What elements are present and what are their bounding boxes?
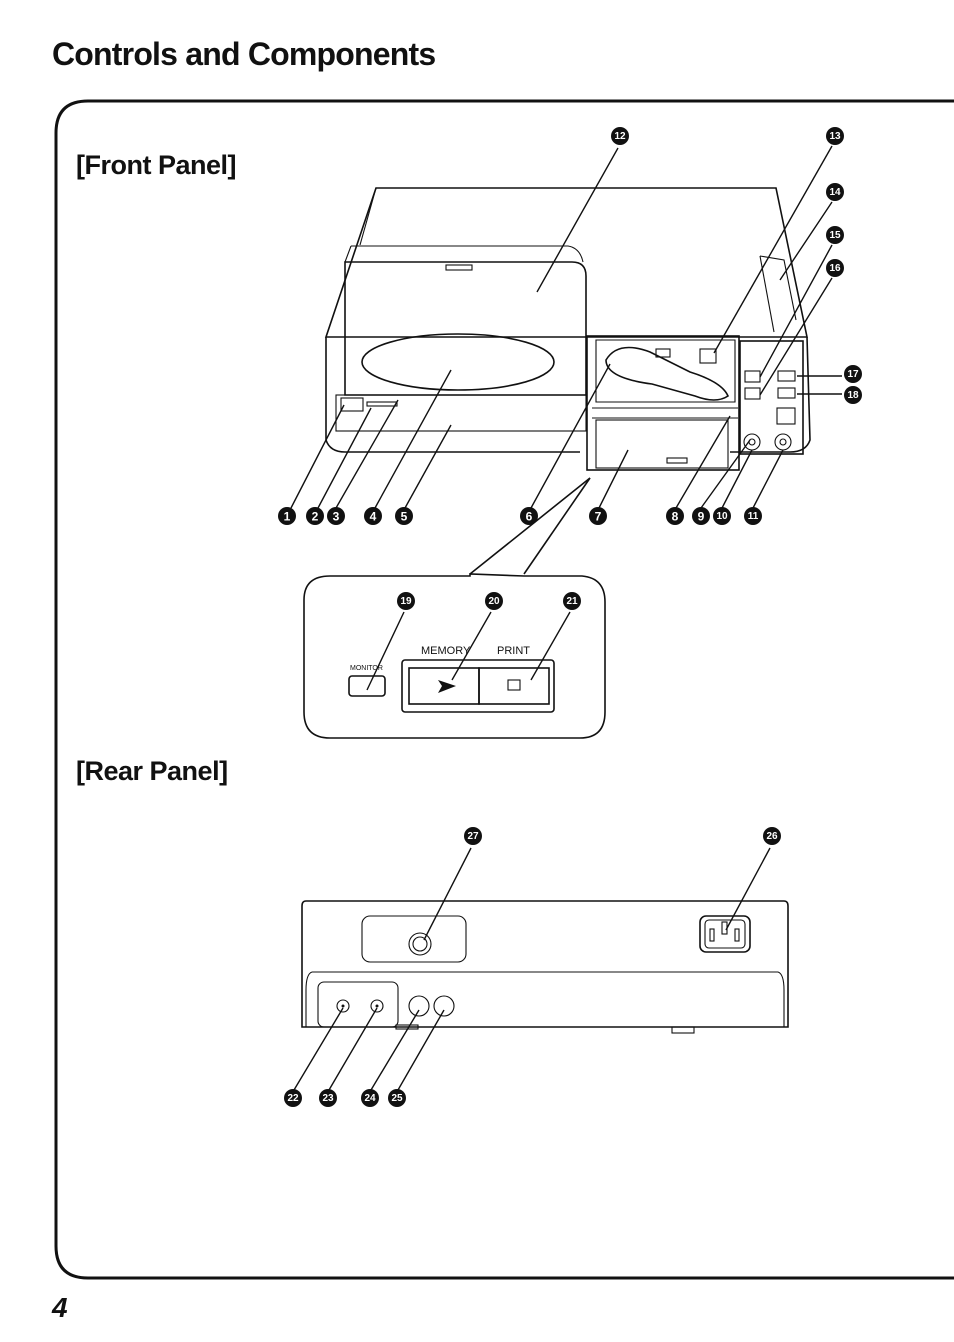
callout-number: 22 bbox=[287, 1093, 299, 1104]
page-number: 4 bbox=[52, 1292, 68, 1323]
callout-badge-circle bbox=[388, 1089, 406, 1107]
rear-printer-illustration bbox=[301, 900, 789, 1034]
callout-number: 25 bbox=[391, 1093, 403, 1104]
callout-8: 8 bbox=[666, 507, 684, 525]
callout-22: 22 bbox=[284, 1089, 302, 1107]
callout-number: 1 bbox=[284, 510, 291, 524]
callout-number: 20 bbox=[488, 596, 500, 607]
callout-number: 3 bbox=[333, 510, 340, 524]
callout-badge-circle bbox=[666, 507, 684, 525]
callout-badge-circle bbox=[844, 365, 862, 383]
callout-badge-circle bbox=[826, 183, 844, 201]
callout-badge-circle bbox=[826, 259, 844, 277]
callout-25: 25 bbox=[388, 1089, 406, 1107]
callout-number: 10 bbox=[716, 511, 728, 522]
callout-badge-circle bbox=[611, 127, 629, 145]
callout-number: 12 bbox=[614, 131, 626, 142]
callout-badge-circle bbox=[397, 592, 415, 610]
callout-number: 26 bbox=[766, 831, 778, 842]
callout-number: 5 bbox=[401, 510, 408, 524]
print-label: PRINT bbox=[497, 645, 530, 657]
play-arrow-icon bbox=[438, 680, 456, 693]
callout-20: 20 bbox=[485, 592, 503, 610]
callout-9: 9 bbox=[692, 507, 710, 525]
callout-number: 13 bbox=[829, 131, 841, 142]
callout-24: 24 bbox=[361, 1089, 379, 1107]
callout-badge-circle bbox=[826, 226, 844, 244]
callout-18: 18 bbox=[844, 386, 862, 404]
callout-13: 13 bbox=[826, 127, 844, 145]
callout-badge-circle bbox=[563, 592, 581, 610]
callout-badge-circle bbox=[319, 1089, 337, 1107]
callout-2: 2 bbox=[306, 507, 324, 525]
callout-number: 27 bbox=[467, 831, 479, 842]
page-title: Controls and Components bbox=[52, 36, 436, 72]
front-callout-leaders bbox=[290, 145, 842, 509]
callout-number: 18 bbox=[847, 390, 859, 401]
callout-number: 4 bbox=[370, 510, 377, 524]
callout-badge-circle bbox=[485, 592, 503, 610]
callout-number: 2 bbox=[312, 510, 319, 524]
callout-number: 9 bbox=[698, 510, 705, 524]
callout-7: 7 bbox=[589, 507, 607, 525]
callout-badge-circle bbox=[364, 507, 382, 525]
callout-11: 11 bbox=[744, 507, 762, 525]
callout-badge-circle bbox=[826, 127, 844, 145]
callout-number: 15 bbox=[829, 230, 841, 241]
callout-badge-circle bbox=[395, 507, 413, 525]
rear-callout-leaders bbox=[293, 847, 771, 1091]
callout-19: 19 bbox=[397, 592, 415, 610]
callout-number: 16 bbox=[829, 263, 841, 274]
memory-label: MEMORY bbox=[421, 645, 471, 657]
callout-badge-circle bbox=[744, 507, 762, 525]
callout-badge-circle bbox=[520, 507, 538, 525]
callout-1: 1 bbox=[278, 507, 296, 525]
callout-badge-circle bbox=[361, 1089, 379, 1107]
callout-27: 27 bbox=[464, 827, 482, 845]
callout-26: 26 bbox=[763, 827, 781, 845]
page-frame bbox=[54, 99, 954, 1280]
front-panel-heading: [Front Panel] bbox=[76, 150, 237, 180]
rear-panel-heading: [Rear Panel] bbox=[76, 756, 228, 786]
callout-number: 6 bbox=[526, 510, 533, 524]
callout-badge-circle bbox=[464, 827, 482, 845]
callout-10: 10 bbox=[713, 507, 731, 525]
callout-23: 23 bbox=[319, 1089, 337, 1107]
callout-badge-circle bbox=[327, 507, 345, 525]
callout-number: 24 bbox=[364, 1093, 376, 1104]
callout-badge-circle bbox=[692, 507, 710, 525]
callout-3: 3 bbox=[327, 507, 345, 525]
callout-badge-circle bbox=[284, 1089, 302, 1107]
callout-badge-circle bbox=[713, 507, 731, 525]
callout-badge-circle bbox=[278, 507, 296, 525]
callout-number: 17 bbox=[847, 369, 859, 380]
callout-6: 6 bbox=[520, 507, 538, 525]
callout-badge-circle bbox=[763, 827, 781, 845]
callout-number: 23 bbox=[322, 1093, 334, 1104]
callout-21: 21 bbox=[563, 592, 581, 610]
callout-badge-circle bbox=[589, 507, 607, 525]
callout-5: 5 bbox=[395, 507, 413, 525]
button-detail-panel bbox=[303, 573, 606, 739]
callout-badge-circle bbox=[306, 507, 324, 525]
callout-number: 19 bbox=[400, 596, 412, 607]
callout-number: 11 bbox=[748, 511, 759, 522]
callout-number: 7 bbox=[595, 510, 602, 524]
square-icon bbox=[507, 679, 521, 691]
callout-16: 16 bbox=[826, 259, 844, 277]
callout-12: 12 bbox=[611, 127, 629, 145]
callout-number: 8 bbox=[672, 510, 679, 524]
callout-badge-circle bbox=[844, 386, 862, 404]
callout-15: 15 bbox=[826, 226, 844, 244]
callout-number: 21 bbox=[566, 596, 578, 607]
callout-4: 4 bbox=[364, 507, 382, 525]
callout-17: 17 bbox=[844, 365, 862, 383]
callout-number: 14 bbox=[829, 187, 841, 198]
monitor-label: MONITOR bbox=[350, 665, 383, 672]
callout-14: 14 bbox=[826, 183, 844, 201]
